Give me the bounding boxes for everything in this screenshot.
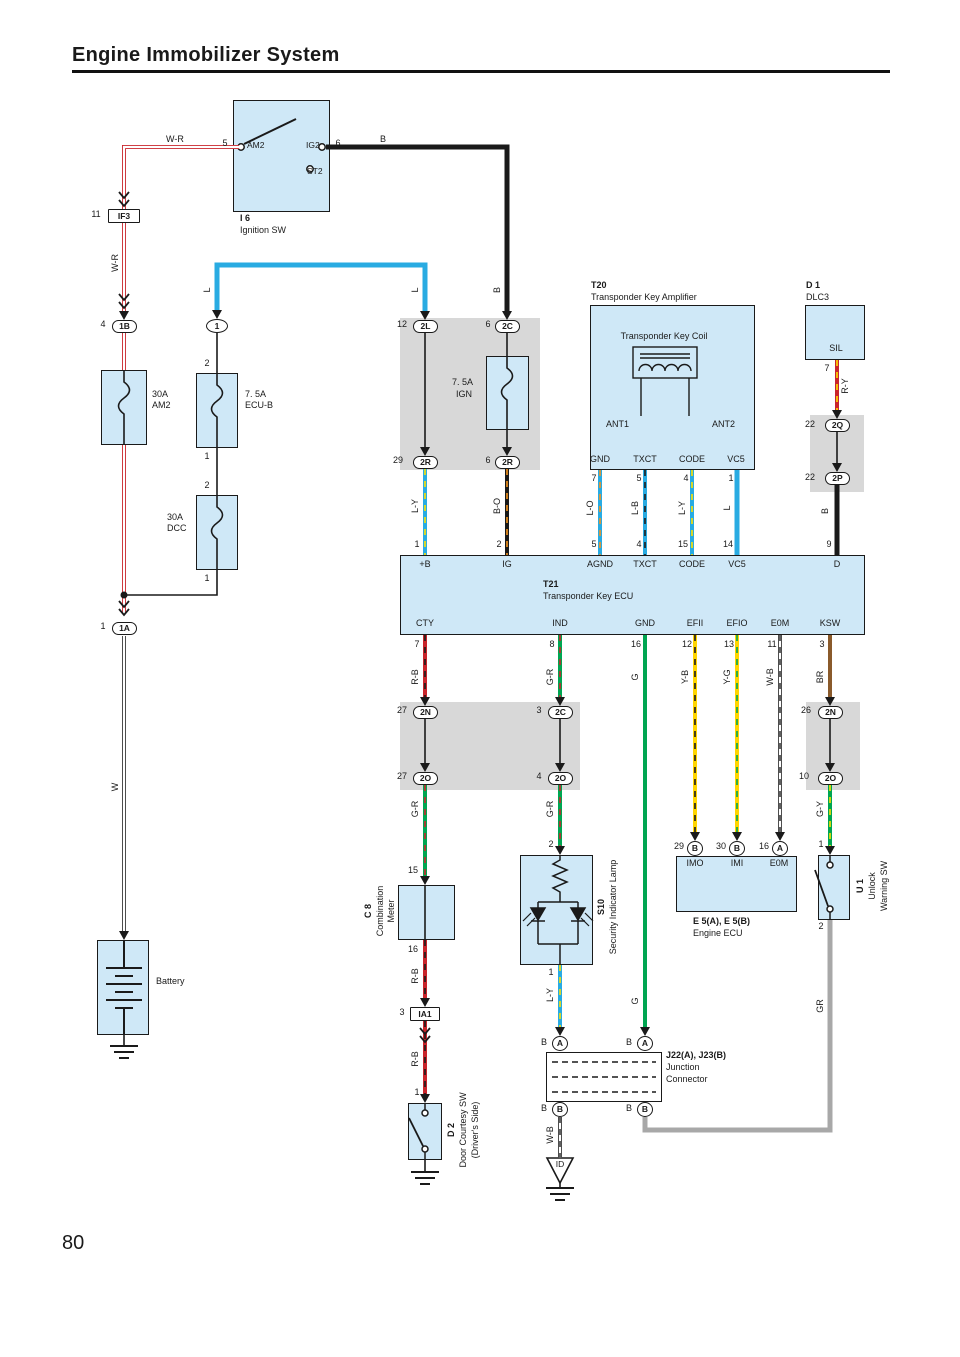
junction-block-2	[400, 702, 580, 790]
transponder-key-ecu-box	[400, 555, 865, 635]
security-indicator-lamp-box	[520, 855, 593, 965]
fuse-30a-dcc-box	[196, 495, 238, 570]
ignition-switch-box	[233, 100, 330, 212]
page-number: 80	[62, 1232, 85, 1254]
battery-box	[97, 940, 149, 1035]
fuse-7-5a-ecu-b-box	[196, 373, 238, 448]
fuse-7-5a-ign-box	[486, 356, 529, 430]
engine-ecu-box	[676, 856, 797, 912]
page-title: Engine Immobilizer System	[72, 44, 340, 66]
transponder-key-amplifier-box	[590, 305, 755, 470]
title-underline	[72, 70, 890, 73]
fuse-30a-am2-box	[101, 370, 147, 445]
unlock-warning-switch-box	[818, 855, 850, 920]
junction-connector-box	[546, 1052, 662, 1102]
combination-meter-box	[398, 885, 455, 940]
dlc3-box	[805, 305, 865, 360]
door-courtesy-switch-box	[408, 1103, 442, 1160]
junction-block-3	[810, 415, 864, 492]
junction-block-4	[806, 702, 860, 790]
